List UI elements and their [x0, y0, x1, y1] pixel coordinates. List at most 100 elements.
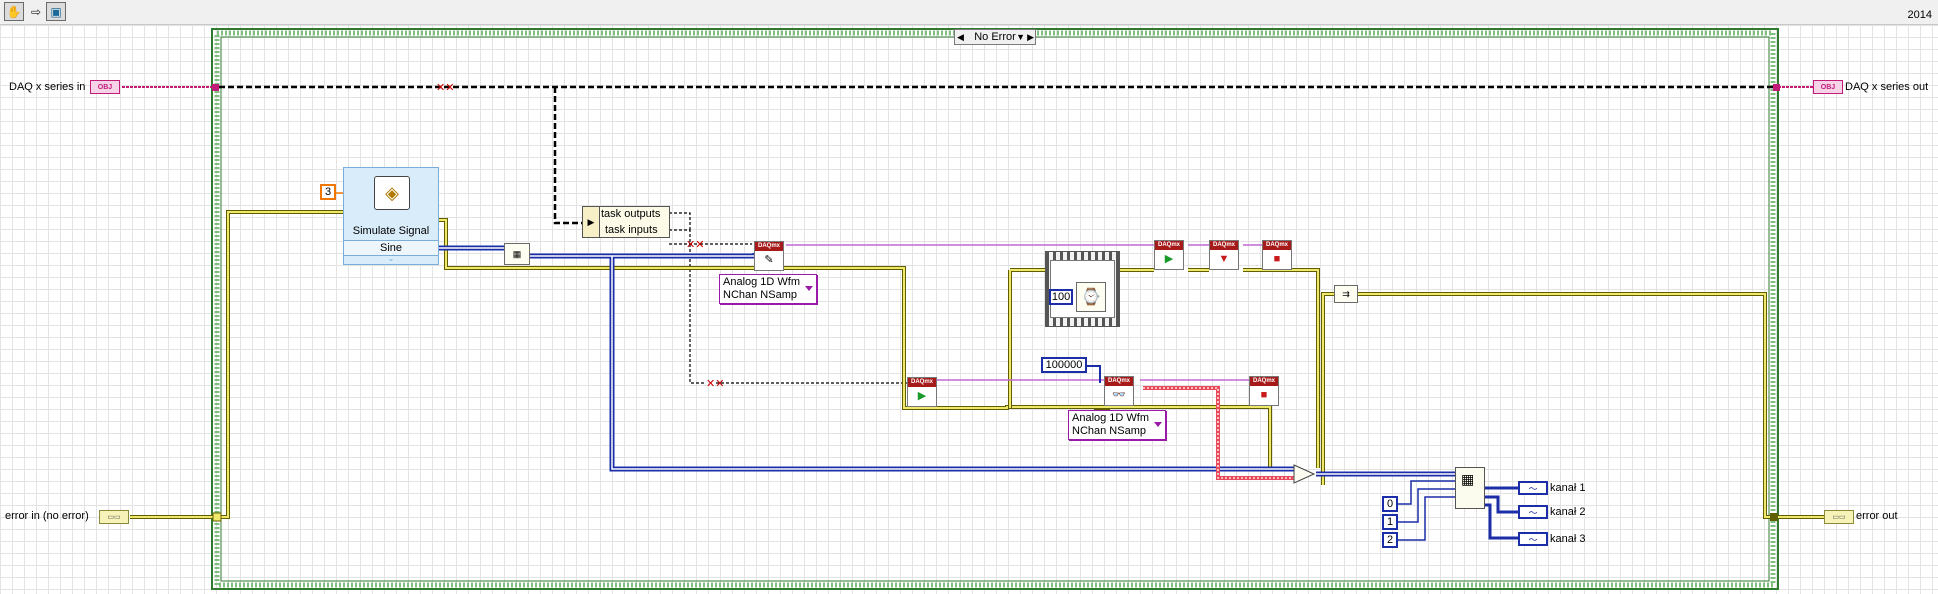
error-wire-loop[interactable]	[1009, 269, 1319, 468]
index-constant-0[interactable]: 0	[1382, 496, 1398, 512]
wristwatch-icon: ⌚	[1081, 289, 1101, 306]
clear-square-icon-2: ■	[1260, 389, 1268, 401]
merge-errors-icon: ⇉	[1342, 288, 1350, 299]
index-array-icon: ▦	[1461, 471, 1475, 487]
write-mode-line1: Analog 1D Wfm	[723, 276, 801, 288]
task-wire-branch[interactable]	[553, 87, 582, 225]
wait-ms-node[interactable]: ⌚	[1076, 282, 1106, 312]
case-selector-label: No Error	[974, 31, 1016, 43]
case-structure-inner	[220, 36, 1770, 582]
case-selector[interactable]: ◀ No Error ▼ ▶	[954, 29, 1036, 45]
read-wire[interactable]	[1143, 387, 1294, 479]
clear-square-icon-1: ■	[1273, 253, 1281, 265]
stop-triangle-icon: ▼	[1218, 253, 1230, 265]
channel-2-label: kanał 2	[1550, 506, 1586, 518]
daq-in-label: DAQ x series in	[9, 81, 86, 93]
daqmx-start-task-vi-2[interactable]: DAQmx ▶	[1154, 240, 1184, 270]
samples-per-channel-constant[interactable]: 100000	[1041, 357, 1087, 373]
channel-3-indicator[interactable]: 〜	[1518, 532, 1548, 546]
task-outputs-field[interactable]: task outputs	[601, 208, 661, 220]
case-prev-arrow-icon[interactable]: ◀	[957, 31, 964, 42]
broken-wire-marker-2: ✕✕	[686, 238, 704, 251]
refnum-tunnel-out	[1773, 84, 1780, 91]
channel-1-label: kanał 1	[1550, 482, 1586, 494]
read-mode-dropdown-icon[interactable]	[1154, 422, 1163, 427]
task-outputs-wire[interactable]	[669, 212, 691, 230]
channels-constant[interactable]: 3	[320, 184, 336, 200]
output-wires[interactable]	[1485, 486, 1518, 540]
error-out-terminal[interactable]: ▭▭	[1824, 510, 1854, 524]
case-dropdown-arrow-icon[interactable]: ▼	[1016, 32, 1025, 42]
write-mode-selector[interactable]: Analog 1D Wfm NChan NSamp	[719, 274, 818, 304]
error-out-label: error out	[1856, 510, 1898, 522]
simulate-signal-express-vi[interactable]: ◈ Simulate Signal Sine ⌄	[343, 167, 439, 265]
simulate-signal-title: Simulate Signal	[352, 225, 430, 237]
daqmx-stop-task-vi-1[interactable]: DAQmx ▼	[1209, 240, 1239, 270]
error-in-terminal[interactable]: ▭▭	[99, 510, 129, 524]
daqmx-clear-task-vi-2[interactable]: DAQmx ■	[1249, 376, 1279, 406]
error-tunnel-in	[212, 512, 222, 522]
channel-2-indicator[interactable]: 〜	[1518, 505, 1548, 519]
daqmx-read-vi[interactable]: DAQmx 👓	[1104, 376, 1134, 406]
simulate-signal-waveform: Sine	[379, 242, 403, 254]
daqmx-clear-task-vi-1[interactable]: DAQmx ■	[1262, 240, 1292, 270]
read-mode-line1: Analog 1D Wfm	[1072, 412, 1150, 424]
write-mode-line2: NChan NSamp	[723, 289, 797, 301]
broken-wire-marker-1: ✕✕	[436, 81, 454, 94]
task-inputs-wire[interactable]	[669, 229, 706, 384]
waveform-wire[interactable]	[438, 247, 1294, 470]
broken-wire-marker-3: ✕✕	[706, 377, 724, 390]
task-purple-wire[interactable]	[786, 244, 1262, 381]
daqmx-clear-header-2: DAQmx	[1250, 377, 1278, 386]
merge-signals-node[interactable]	[1293, 464, 1316, 484]
daqmx-write-header: DAQmx	[755, 242, 783, 251]
toolbar: ✋ ⇨ ▣ 2014	[0, 0, 1938, 25]
simulate-signal-icon: ◈	[374, 176, 410, 210]
daqmx-write-vi[interactable]: DAQmx ✎	[754, 241, 784, 271]
start-play-icon-2: ▶	[1164, 253, 1174, 265]
channel-3-label: kanał 3	[1550, 533, 1586, 545]
error-wire-in-outline[interactable]	[130, 210, 344, 519]
daqmx-stop-header-1: DAQmx	[1210, 241, 1238, 250]
index-constant-2[interactable]: 2	[1382, 532, 1398, 548]
daqmx-start-header-1: DAQmx	[908, 378, 936, 387]
operate-hand-icon[interactable]: ✋	[4, 2, 24, 21]
simulate-signal-output-row[interactable]: Sine	[344, 240, 438, 256]
write-mode-dropdown-icon[interactable]	[805, 286, 814, 291]
daqmx-clear-header-1: DAQmx	[1263, 241, 1291, 250]
channel-1-indicator[interactable]: 〜	[1518, 481, 1548, 495]
merge-triangle-icon	[1293, 464, 1316, 484]
daqmx-start-task-vi-1[interactable]: DAQmx ▶	[907, 377, 937, 407]
daq-out-terminal[interactable]: OBJ	[1813, 80, 1843, 94]
daqmx-read-header: DAQmx	[1105, 377, 1133, 386]
error-wire-in[interactable]	[130, 211, 344, 518]
array-grid-icon: ▦	[512, 248, 522, 259]
start-play-icon-1: ▶	[917, 390, 927, 402]
expand-chevron-icon[interactable]: ⌄	[387, 254, 395, 263]
project-icon[interactable]: ▣	[46, 2, 66, 21]
block-diagram[interactable]	[0, 25, 1938, 594]
wait-ms-constant[interactable]: 100	[1049, 289, 1073, 305]
version-label: 2014	[1907, 9, 1932, 21]
glasses-icon: 👓	[1112, 389, 1126, 401]
unbundle-input-arrow-icon: ▶	[583, 207, 600, 237]
case-structure-border	[214, 30, 1776, 588]
wire-layer: ✕✕ ✕✕ ✕✕	[122, 28, 1825, 590]
index-array-node[interactable]: ▦	[1455, 467, 1485, 509]
error-wire-chain[interactable]	[438, 219, 1271, 468]
error-tunnel-out	[1770, 513, 1778, 521]
daq-in-terminal[interactable]: OBJ	[90, 80, 120, 94]
from-dynamic-data-node[interactable]: ▦	[504, 243, 530, 265]
read-mode-line2: NChan NSamp	[1072, 425, 1146, 437]
samples-wire[interactable]	[1087, 365, 1101, 383]
run-arrow-icon[interactable]: ⇨	[30, 4, 42, 19]
daqmx-start-header-2: DAQmx	[1155, 241, 1183, 250]
merge-errors-node[interactable]: ⇉	[1334, 285, 1358, 303]
unbundle-by-name-node[interactable]: ▶ task outputs task inputs	[582, 206, 670, 238]
error-in-label: error in (no error)	[5, 510, 89, 522]
read-mode-selector[interactable]: Analog 1D Wfm NChan NSamp	[1068, 410, 1167, 440]
index-constant-1[interactable]: 1	[1382, 514, 1398, 530]
index-wires[interactable]	[1398, 480, 1460, 541]
case-next-arrow-icon[interactable]: ▶	[1027, 31, 1034, 42]
task-inputs-field[interactable]: task inputs	[605, 224, 658, 236]
